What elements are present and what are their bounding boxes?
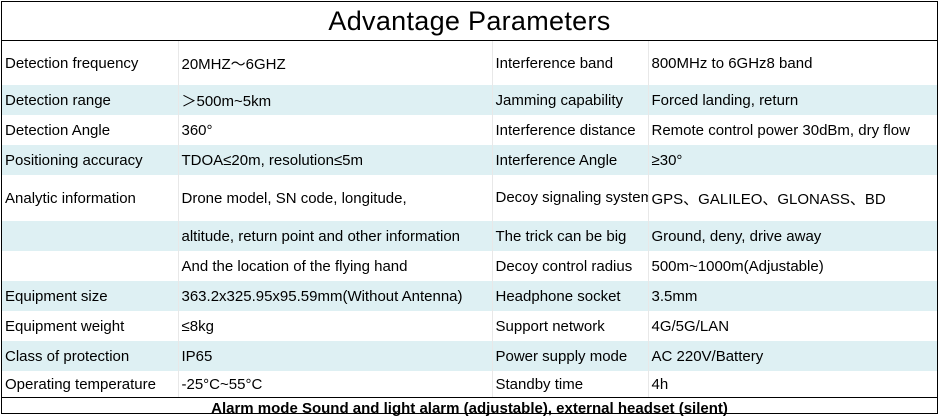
- table-row: Analytic information Drone model, SN cod…: [2, 175, 937, 221]
- param-label: Standby time: [492, 371, 649, 397]
- param-value: 4h: [651, 375, 669, 393]
- param-value: TDOA≤20m, resolution≤5m: [178, 145, 493, 175]
- parameters-table: Detection frequency 20MHZ～6GHZ Interfere…: [2, 41, 937, 397]
- table-row: Equipment size 363.2x325.95x95.59mm(With…: [2, 281, 937, 311]
- table-row: altitude, return point and other informa…: [2, 221, 937, 251]
- param-label: [2, 251, 179, 281]
- param-value: 360°: [178, 115, 493, 145]
- param-value: Forced landing, return: [648, 85, 937, 115]
- param-value: 800MHz to 6GHz8 band: [651, 54, 813, 72]
- param-label: Support network: [492, 311, 649, 341]
- param-label: Interference band: [492, 41, 649, 85]
- table-row: Operating temperature -25°C~55°C Standby…: [2, 371, 937, 397]
- param-label: Equipment size: [2, 281, 179, 311]
- table-row: Detection Angle 360° Interference distan…: [2, 115, 937, 145]
- param-value: ≥30°: [648, 145, 937, 175]
- param-value: altitude, return point and other informa…: [178, 221, 493, 251]
- param-label: Equipment weight: [2, 311, 179, 341]
- param-value: AC 220V/Battery: [648, 341, 937, 371]
- alarm-mode-note: Alarm mode Sound and light alarm (adjust…: [211, 399, 728, 417]
- param-value: 500m~1000m(Adjustable): [651, 257, 824, 275]
- page-title: Advantage Parameters: [328, 5, 611, 36]
- param-label: Operating temperature: [2, 371, 179, 397]
- param-label: Detection range: [2, 85, 179, 115]
- param-value: -25°C~55°C: [178, 371, 493, 397]
- param-value: IP65: [178, 341, 493, 371]
- param-value: ＞500m~5km: [178, 85, 493, 115]
- param-label: Jamming capability: [492, 85, 649, 115]
- table-row: Detection frequency 20MHZ～6GHZ Interfere…: [2, 41, 937, 85]
- param-label: Interference Angle: [492, 145, 649, 175]
- param-label: Class of protection: [2, 341, 179, 371]
- param-value: ≤8kg: [178, 311, 493, 341]
- param-label: Headphone socket: [492, 281, 649, 311]
- param-value: GPS、GALILEO、GLONASS、BD: [651, 190, 886, 208]
- param-value: And the location of the flying hand: [178, 251, 493, 281]
- param-label: Decoy control radius: [492, 251, 649, 281]
- param-value: Remote control power 30dBm, dry flow: [651, 121, 910, 139]
- param-label: The trick can be big: [492, 221, 649, 251]
- param-label: Interference distance: [492, 115, 649, 145]
- param-value: 20MHZ～6GHZ: [178, 41, 493, 85]
- table-row: Detection range ＞500m~5km Jamming capabi…: [2, 85, 937, 115]
- table-row: Positioning accuracy TDOA≤20m, resolutio…: [2, 145, 937, 175]
- title-row: Advantage Parameters: [2, 2, 937, 41]
- table-row: And the location of the flying hand Deco…: [2, 251, 937, 281]
- param-value: Ground, deny, drive away: [648, 221, 937, 251]
- param-value: 363.2x325.95x95.59mm(Without Antenna): [178, 281, 493, 311]
- table-row: Class of protection IP65 Power supply mo…: [2, 341, 937, 371]
- param-value: 3.5mm: [648, 281, 937, 311]
- param-label: Power supply mode: [492, 341, 649, 371]
- param-value: Drone model, SN code, longitude,: [178, 175, 493, 221]
- param-value: 4G/5G/LAN: [651, 317, 730, 335]
- param-label: Detection Angle: [2, 115, 179, 145]
- footer-row: Alarm mode Sound and light alarm (adjust…: [2, 397, 937, 418]
- param-label: Analytic information: [2, 175, 179, 221]
- param-label: Positioning accuracy: [2, 145, 179, 175]
- param-label: Decoy signaling system: [492, 175, 649, 221]
- param-label: [2, 221, 179, 251]
- table-row: Equipment weight ≤8kg Support network 4G…: [2, 311, 937, 341]
- param-label: Detection frequency: [2, 41, 179, 85]
